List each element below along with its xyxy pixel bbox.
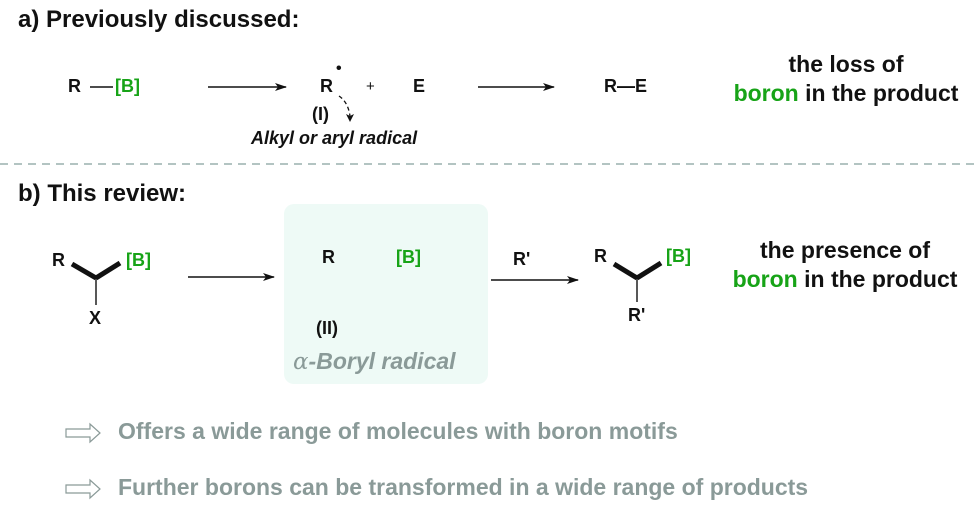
atom-boron: [B] bbox=[115, 76, 140, 96]
alpha-boryl-radical-box bbox=[284, 204, 488, 384]
boron-highlight: boron bbox=[732, 266, 798, 292]
plus-sign: + bbox=[366, 78, 375, 95]
radical-dot: • bbox=[336, 60, 342, 77]
boron-highlight: boron bbox=[733, 80, 799, 106]
alpha-symbol: α bbox=[293, 349, 309, 375]
leaving-group-x: X bbox=[89, 308, 102, 328]
atom-r: R bbox=[68, 76, 81, 96]
label-i: (I) bbox=[312, 104, 329, 124]
atom-r: R bbox=[52, 250, 65, 270]
atom-r: R bbox=[594, 246, 607, 266]
label-ii: (II) bbox=[316, 318, 338, 338]
hollow-arrow-icon bbox=[65, 422, 101, 500]
bullet-wide-range-molecules: Offers a wide range of molecules with bo… bbox=[118, 418, 678, 444]
radical-dashed-arrow-1 bbox=[338, 95, 351, 117]
atom-boron: [B] bbox=[396, 247, 421, 267]
note-loss-of-boron: the loss of boron in the product bbox=[733, 51, 959, 106]
note-presence-of-boron: the presence of boron in the product bbox=[732, 237, 958, 292]
bullet-further-transformations: Further borons can be transformed in a w… bbox=[118, 474, 809, 500]
atom-r-prime: R' bbox=[628, 305, 646, 325]
atom-boron: [B] bbox=[666, 246, 691, 266]
reagent-r-prime: R' bbox=[513, 249, 531, 269]
atom-boron: [B] bbox=[126, 250, 151, 270]
atom-r: R bbox=[322, 247, 335, 267]
product-r-e: R—E bbox=[604, 76, 648, 96]
radical-r: R bbox=[320, 76, 333, 96]
section-b-heading: b) This review: bbox=[18, 180, 187, 207]
caption-alkyl-aryl-radical: Alkyl or aryl radical bbox=[251, 128, 418, 148]
section-a-heading: a) Previously discussed: bbox=[18, 6, 300, 33]
electrophile-e: E bbox=[413, 76, 426, 96]
caption-alpha-boryl-radical: α-Boryl radical bbox=[293, 348, 456, 375]
